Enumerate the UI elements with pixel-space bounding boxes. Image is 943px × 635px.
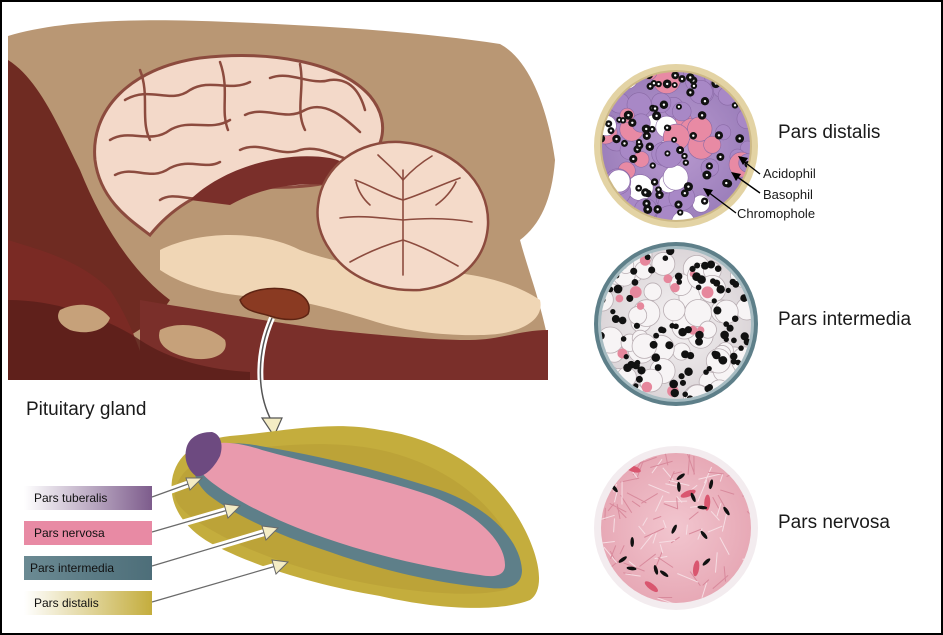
basophil-label: Basophil: [763, 187, 813, 202]
acidophil-label: Acidophil: [763, 166, 816, 181]
brain-section: [8, 20, 555, 380]
legend-label-distalis: Pars distalis: [34, 596, 99, 610]
legend-label-nervosa: Pars nervosa: [34, 526, 105, 540]
pars-intermedia-label: Pars intermedia: [778, 309, 911, 330]
chromophobe-label: Chromophole: [737, 206, 815, 221]
pars-distalis-label: Pars distalis: [778, 122, 880, 143]
pituitary-gland-label: Pituitary gland: [26, 399, 146, 420]
legend-label-intermedia: Pars intermedia: [30, 561, 114, 575]
legend-item-nervosa: Pars nervosa: [24, 521, 152, 545]
pars-nervosa-label: Pars nervosa: [778, 512, 890, 533]
legend-item-distalis: Pars distalis: [24, 591, 152, 615]
legend-label-tuberalis: Pars tuberalis: [34, 491, 107, 505]
legend-item-tuberalis: Pars tuberalis: [24, 486, 152, 510]
legend-item-intermedia: Pars intermedia: [24, 556, 152, 580]
